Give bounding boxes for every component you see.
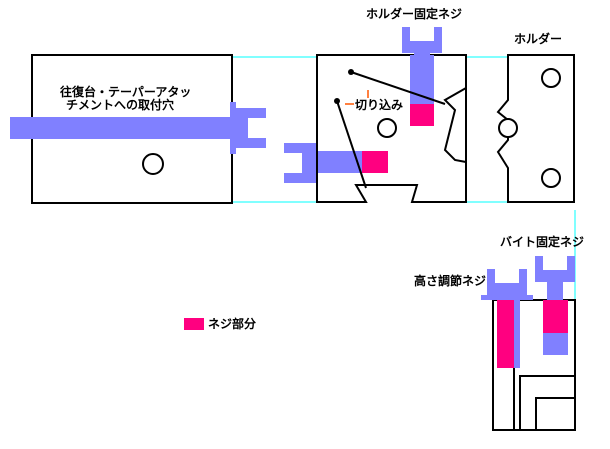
attach-hole-label-line2: チメントへの取付穴	[66, 98, 175, 112]
cut-line-lower	[336, 100, 367, 189]
carriage-block	[10, 54, 233, 204]
holder-hole-bottom	[541, 168, 561, 188]
holder-body	[316, 54, 467, 203]
cut-point-lower	[334, 98, 340, 104]
holder-label: ホルダー	[514, 32, 563, 46]
attach-hole-label-line1: 往復台・テーパーアタッ	[60, 85, 192, 99]
holder-hole-top	[541, 68, 561, 88]
bite-fix-screw-blue	[543, 333, 568, 355]
clamp-notch	[248, 118, 266, 138]
bite-holder-side	[492, 299, 576, 431]
cut-line-upper	[350, 71, 446, 105]
height-adjust-screw-label: 高さ調節ネジ	[414, 274, 487, 288]
cut-point-upper	[348, 69, 354, 75]
guide-lines	[232, 56, 576, 300]
holder-screw-pink	[410, 104, 434, 126]
holder-body-hole	[377, 118, 397, 138]
bar-screw-pink	[362, 151, 388, 173]
holder-fix-screw-head	[402, 27, 442, 57]
legend-swatch-screw	[184, 318, 204, 330]
bar-extension	[318, 151, 364, 173]
holder-block-outline	[496, 54, 575, 203]
clamp2-notch	[284, 153, 302, 173]
holder-hole-mid	[498, 118, 518, 138]
height-adjust-screw-head	[481, 269, 533, 300]
tool-shank-bar	[10, 117, 232, 139]
legend-screw-label: ネジ部分	[208, 317, 257, 331]
attach-hole	[142, 153, 164, 175]
height-adjust-screw-blue	[514, 300, 520, 368]
cut-in-label: 切り込み	[354, 98, 405, 112]
clamp-stem	[230, 102, 236, 154]
holder-fix-screw-label: ホルダー固定ネジ	[366, 7, 463, 21]
holder-side-notch	[443, 86, 467, 164]
bite-fix-screw-label: バイト固定ネジ	[500, 235, 585, 249]
tool-clamp-left	[230, 102, 266, 154]
holder-block	[496, 54, 575, 203]
bite-fix-screw-pink	[543, 300, 568, 333]
bite-fix-screw-head	[535, 256, 575, 300]
